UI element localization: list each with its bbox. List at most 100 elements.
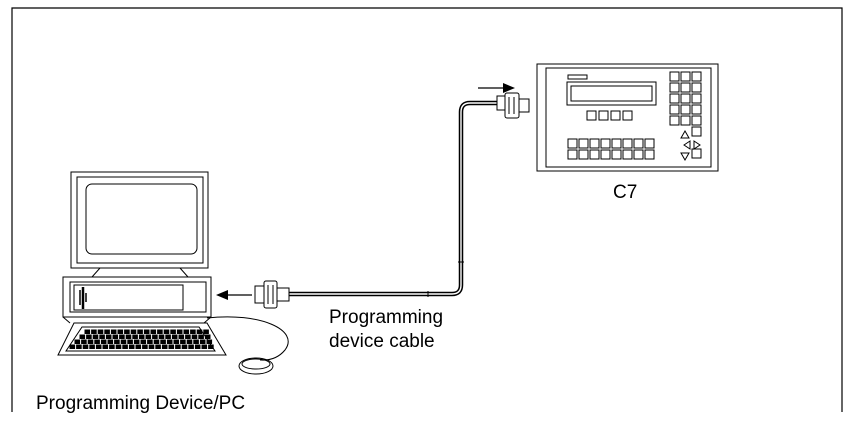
keyboard-key-icon [148, 344, 155, 349]
key-icon [578, 149, 589, 160]
keyboard-key-icon [173, 339, 180, 344]
key-icon [644, 138, 655, 149]
mouse-icon [206, 316, 289, 375]
keyboard-key-icon [122, 344, 128, 349]
keyboard-key-icon [109, 344, 115, 349]
key-icon [680, 82, 691, 93]
key-icon [633, 149, 644, 160]
keyboard-key-icon [94, 339, 100, 344]
keyboard-key-icon [160, 339, 166, 344]
keyboard-key-icon [125, 334, 132, 339]
key-icon [669, 71, 680, 82]
key-icon [611, 138, 622, 149]
key-icon [691, 82, 702, 93]
keyboard-key-icon [104, 329, 110, 334]
keyboard-key-icon [138, 334, 145, 339]
keyboard-key-icon [84, 329, 91, 334]
keyboard-key-icon [102, 344, 109, 349]
keyboard-key-icon [190, 329, 196, 334]
sub-d-connector-icon [496, 92, 530, 119]
keyboard-key-icon [143, 329, 150, 334]
keyboard-key-icon [198, 334, 204, 339]
keyboard-key-icon [193, 339, 199, 344]
keyboard-key-icon [165, 334, 171, 339]
keyboard-key-icon [91, 329, 97, 334]
keyboard-key-icon [115, 344, 122, 349]
key-icon [680, 115, 691, 126]
c7-label: C7 [613, 182, 638, 203]
key-icon [691, 148, 702, 159]
keyboard-key-icon [81, 339, 87, 344]
keyboard-key-icon [180, 339, 186, 344]
arrow-icon [216, 290, 252, 300]
key-icon [567, 138, 578, 149]
key-icon [669, 104, 680, 115]
key-icon [567, 149, 578, 160]
keyboard-key-icon [188, 344, 194, 349]
keyboard-key-icon [137, 329, 143, 334]
keyboard-key-icon [87, 339, 94, 344]
keyboard-key-icon [117, 329, 124, 334]
keyboard-key-icon [86, 334, 92, 339]
keyboard-key-icon [204, 334, 211, 339]
keyboard-key-icon [196, 329, 203, 334]
keyboard-key-icon [130, 329, 137, 334]
keyboard-key-icon [100, 339, 107, 344]
key-icon [633, 138, 644, 149]
key-icon [691, 93, 702, 104]
keyboard-key-icon [112, 334, 119, 339]
keyboard-key-icon [155, 344, 161, 349]
key-icon [680, 104, 691, 115]
keyboard-key-icon [201, 344, 208, 349]
keyboard-key-icon [95, 344, 102, 349]
diagram-frame [11, 7, 843, 412]
keyboard-key-icon [92, 334, 99, 339]
key-icon [691, 104, 702, 115]
keyboard-key-icon [183, 329, 190, 334]
key-icon [611, 149, 622, 160]
keyboard-key-icon [191, 334, 198, 339]
key-icon [578, 138, 589, 149]
keyboard-key-icon [157, 329, 163, 334]
keyboard-key-icon [133, 339, 140, 344]
keyboard-key-icon [142, 344, 148, 349]
arrow-icon [478, 83, 515, 93]
key-icon [691, 71, 702, 82]
key-icon [669, 115, 680, 126]
key-icon [589, 138, 600, 149]
key-icon [680, 71, 691, 82]
key-icon [691, 126, 702, 137]
cable-label-line-1: Programming [329, 307, 444, 328]
programming-device-cable [288, 100, 500, 297]
keyboard-key-icon [135, 344, 142, 349]
keyboard-key-icon [147, 339, 153, 344]
c7-operator-panel-icon [536, 63, 719, 172]
keyboard-key-icon [158, 334, 165, 339]
keyboard-key-icon [153, 339, 160, 344]
keyboard-key-icon [178, 334, 185, 339]
keyboard-key-icon [120, 339, 127, 344]
keyboard-key-icon [203, 329, 209, 334]
cable-label: Programming device cable [329, 306, 443, 354]
key-icon [622, 149, 633, 160]
keyboard-key-icon [176, 329, 183, 334]
keyboard-key-icon [79, 334, 86, 339]
keyboard-key-icon [128, 344, 135, 349]
keyboard-key-icon [119, 334, 125, 339]
key-icon [589, 149, 600, 160]
pc-system-unit-icon [62, 276, 212, 324]
keyboard-icon [57, 322, 227, 356]
keyboard-key-icon [124, 329, 130, 334]
pc-label: Programming Device/PC [36, 393, 246, 414]
key-icon [691, 115, 702, 126]
cable-label-line-2: device cable [329, 331, 435, 352]
keyboard-key-icon [166, 339, 173, 344]
keyboard-key-icon [186, 339, 193, 344]
key-icon [622, 138, 633, 149]
keyboard-key-icon [97, 329, 104, 334]
keyboard-key-icon [175, 344, 181, 349]
sub-d-connector-icon [254, 280, 290, 309]
keyboard-key-icon [181, 344, 188, 349]
keyboard-key-icon [110, 329, 117, 334]
